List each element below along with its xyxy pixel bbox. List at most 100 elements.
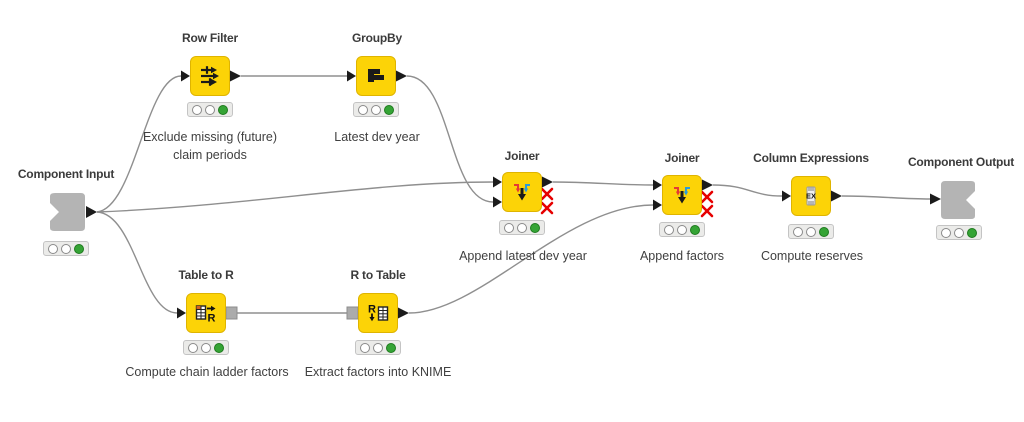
joiner1-output-port[interactable]: [542, 176, 553, 188]
rtotable-output-port[interactable]: [398, 307, 409, 319]
status-light-off: [371, 104, 381, 115]
component-input-status-traffic-light: [43, 241, 89, 256]
node-groupby[interactable]: [356, 56, 396, 96]
node-label: GroupBy: [352, 31, 402, 45]
status-light-green: [967, 227, 977, 238]
status-light-off: [192, 104, 202, 115]
node-label: Joiner: [504, 149, 540, 163]
status-light-green: [74, 243, 84, 254]
joiner1-inactive-port-x-icon: [540, 187, 554, 201]
table-to-r-status-traffic-light: [183, 340, 229, 355]
row-filter-icon: [201, 66, 219, 86]
status-light-off: [48, 243, 58, 254]
component-input-shape[interactable]: [50, 193, 85, 231]
status-light-off: [793, 226, 803, 237]
groupby-output-port[interactable]: [396, 70, 407, 82]
row-filter-status-traffic-light: [187, 102, 233, 117]
joiner2-input-port-top[interactable]: [653, 179, 662, 191]
connection-rtotable-to-joiner2[interactable]: [408, 204, 654, 314]
status-light-off: [954, 227, 964, 238]
tabletor-r-workspace-output-port[interactable]: [225, 306, 238, 320]
rowfilter-input-port[interactable]: [181, 70, 190, 82]
status-light-off: [188, 342, 198, 353]
joiner2-inactive-port-x-icon: [700, 190, 714, 204]
joiner1-input-port-bottom[interactable]: [493, 196, 502, 208]
node-annotation: Extract factors into KNIME: [304, 365, 452, 379]
node-table-to-r[interactable]: R: [186, 293, 226, 333]
joiner1-status-traffic-light: [499, 220, 545, 235]
status-light-green: [819, 226, 829, 237]
rowfilter-output-port[interactable]: [230, 70, 241, 82]
joiner2-input-port-bottom[interactable]: [653, 199, 662, 211]
status-light-green: [214, 342, 224, 353]
groupby-input-port[interactable]: [347, 70, 356, 82]
node-label: Row Filter: [181, 31, 239, 45]
connection-input-to-rowfilter[interactable]: [96, 75, 182, 213]
node-annotation: Append factors: [639, 249, 725, 263]
joiner2-status-traffic-light: [659, 222, 705, 237]
svg-text:R: R: [208, 313, 216, 325]
connection-groupby-to-joiner1[interactable]: [406, 75, 494, 203]
status-light-green: [218, 104, 228, 115]
table-to-r-icon: R: [195, 305, 216, 325]
node-component-input[interactable]: [46, 191, 86, 232]
node-annotation: Compute reserves: [760, 249, 864, 263]
node-r-to-table[interactable]: R: [358, 293, 398, 333]
joiner2-inactive-port-x-icon: [700, 204, 714, 218]
component-output-shape[interactable]: [941, 181, 975, 219]
node-annotation: Exclude missing (future) claim periods: [142, 130, 278, 162]
component-output-input-port[interactable]: [930, 193, 941, 205]
tabletor-input-port[interactable]: [177, 307, 186, 319]
joiner-icon: [514, 184, 530, 201]
node-component-output[interactable]: [939, 179, 979, 220]
node-annotation: Append latest dev year: [459, 249, 587, 263]
status-light-off: [941, 227, 951, 238]
colexpr-input-port[interactable]: [782, 190, 791, 202]
connection-input-to-joiner1[interactable]: [96, 181, 494, 213]
status-light-off: [664, 224, 674, 235]
status-light-off: [358, 104, 368, 115]
status-light-off: [517, 222, 527, 233]
status-light-off: [201, 342, 211, 353]
status-light-green: [384, 104, 394, 115]
node-annotation: Latest dev year: [334, 130, 420, 144]
status-light-green: [690, 224, 700, 235]
column-expressions-icon: EX: [806, 186, 816, 206]
status-light-off: [806, 226, 816, 237]
connection-input-to-tabletor[interactable]: [96, 211, 178, 314]
connection-joiner2-to-colexpr[interactable]: [712, 184, 783, 197]
svg-text:EX: EX: [806, 192, 816, 201]
joiner2-output-port[interactable]: [702, 179, 713, 191]
groupby-icon: [368, 69, 384, 82]
groupby-status-traffic-light: [353, 102, 399, 117]
r-to-table-icon: R: [368, 304, 389, 322]
node-joiner-1[interactable]: [502, 172, 542, 212]
node-label: Table to R: [178, 268, 234, 282]
colexpr-output-port[interactable]: [831, 190, 842, 202]
svg-text:R: R: [368, 304, 376, 316]
connection-colexpr-to-output[interactable]: [841, 195, 931, 200]
rtotable-r-workspace-input-port[interactable]: [346, 306, 359, 320]
status-light-off: [205, 104, 215, 115]
node-row-filter[interactable]: [190, 56, 230, 96]
status-light-green: [530, 222, 540, 233]
node-label: Column Expressions: [753, 151, 869, 165]
joiner1-input-port-top[interactable]: [493, 176, 502, 188]
joiner1-inactive-port-x-icon: [540, 201, 554, 215]
status-light-off: [677, 224, 687, 235]
component-input-output-port[interactable]: [86, 206, 97, 218]
node-column-expressions[interactable]: EX: [791, 176, 831, 216]
node-label: R to Table: [350, 268, 406, 282]
status-light-off: [61, 243, 71, 254]
status-light-green: [386, 342, 396, 353]
connection-joiner1-to-joiner2[interactable]: [552, 181, 654, 186]
status-light-off: [360, 342, 370, 353]
status-light-off: [373, 342, 383, 353]
component-output-status-traffic-light: [936, 225, 982, 240]
joiner-icon: [674, 187, 690, 204]
node-joiner-2[interactable]: [662, 175, 702, 215]
node-label: Joiner: [664, 151, 700, 165]
r-to-table-status-traffic-light: [355, 340, 401, 355]
column-expressions-status-traffic-light: [788, 224, 834, 239]
